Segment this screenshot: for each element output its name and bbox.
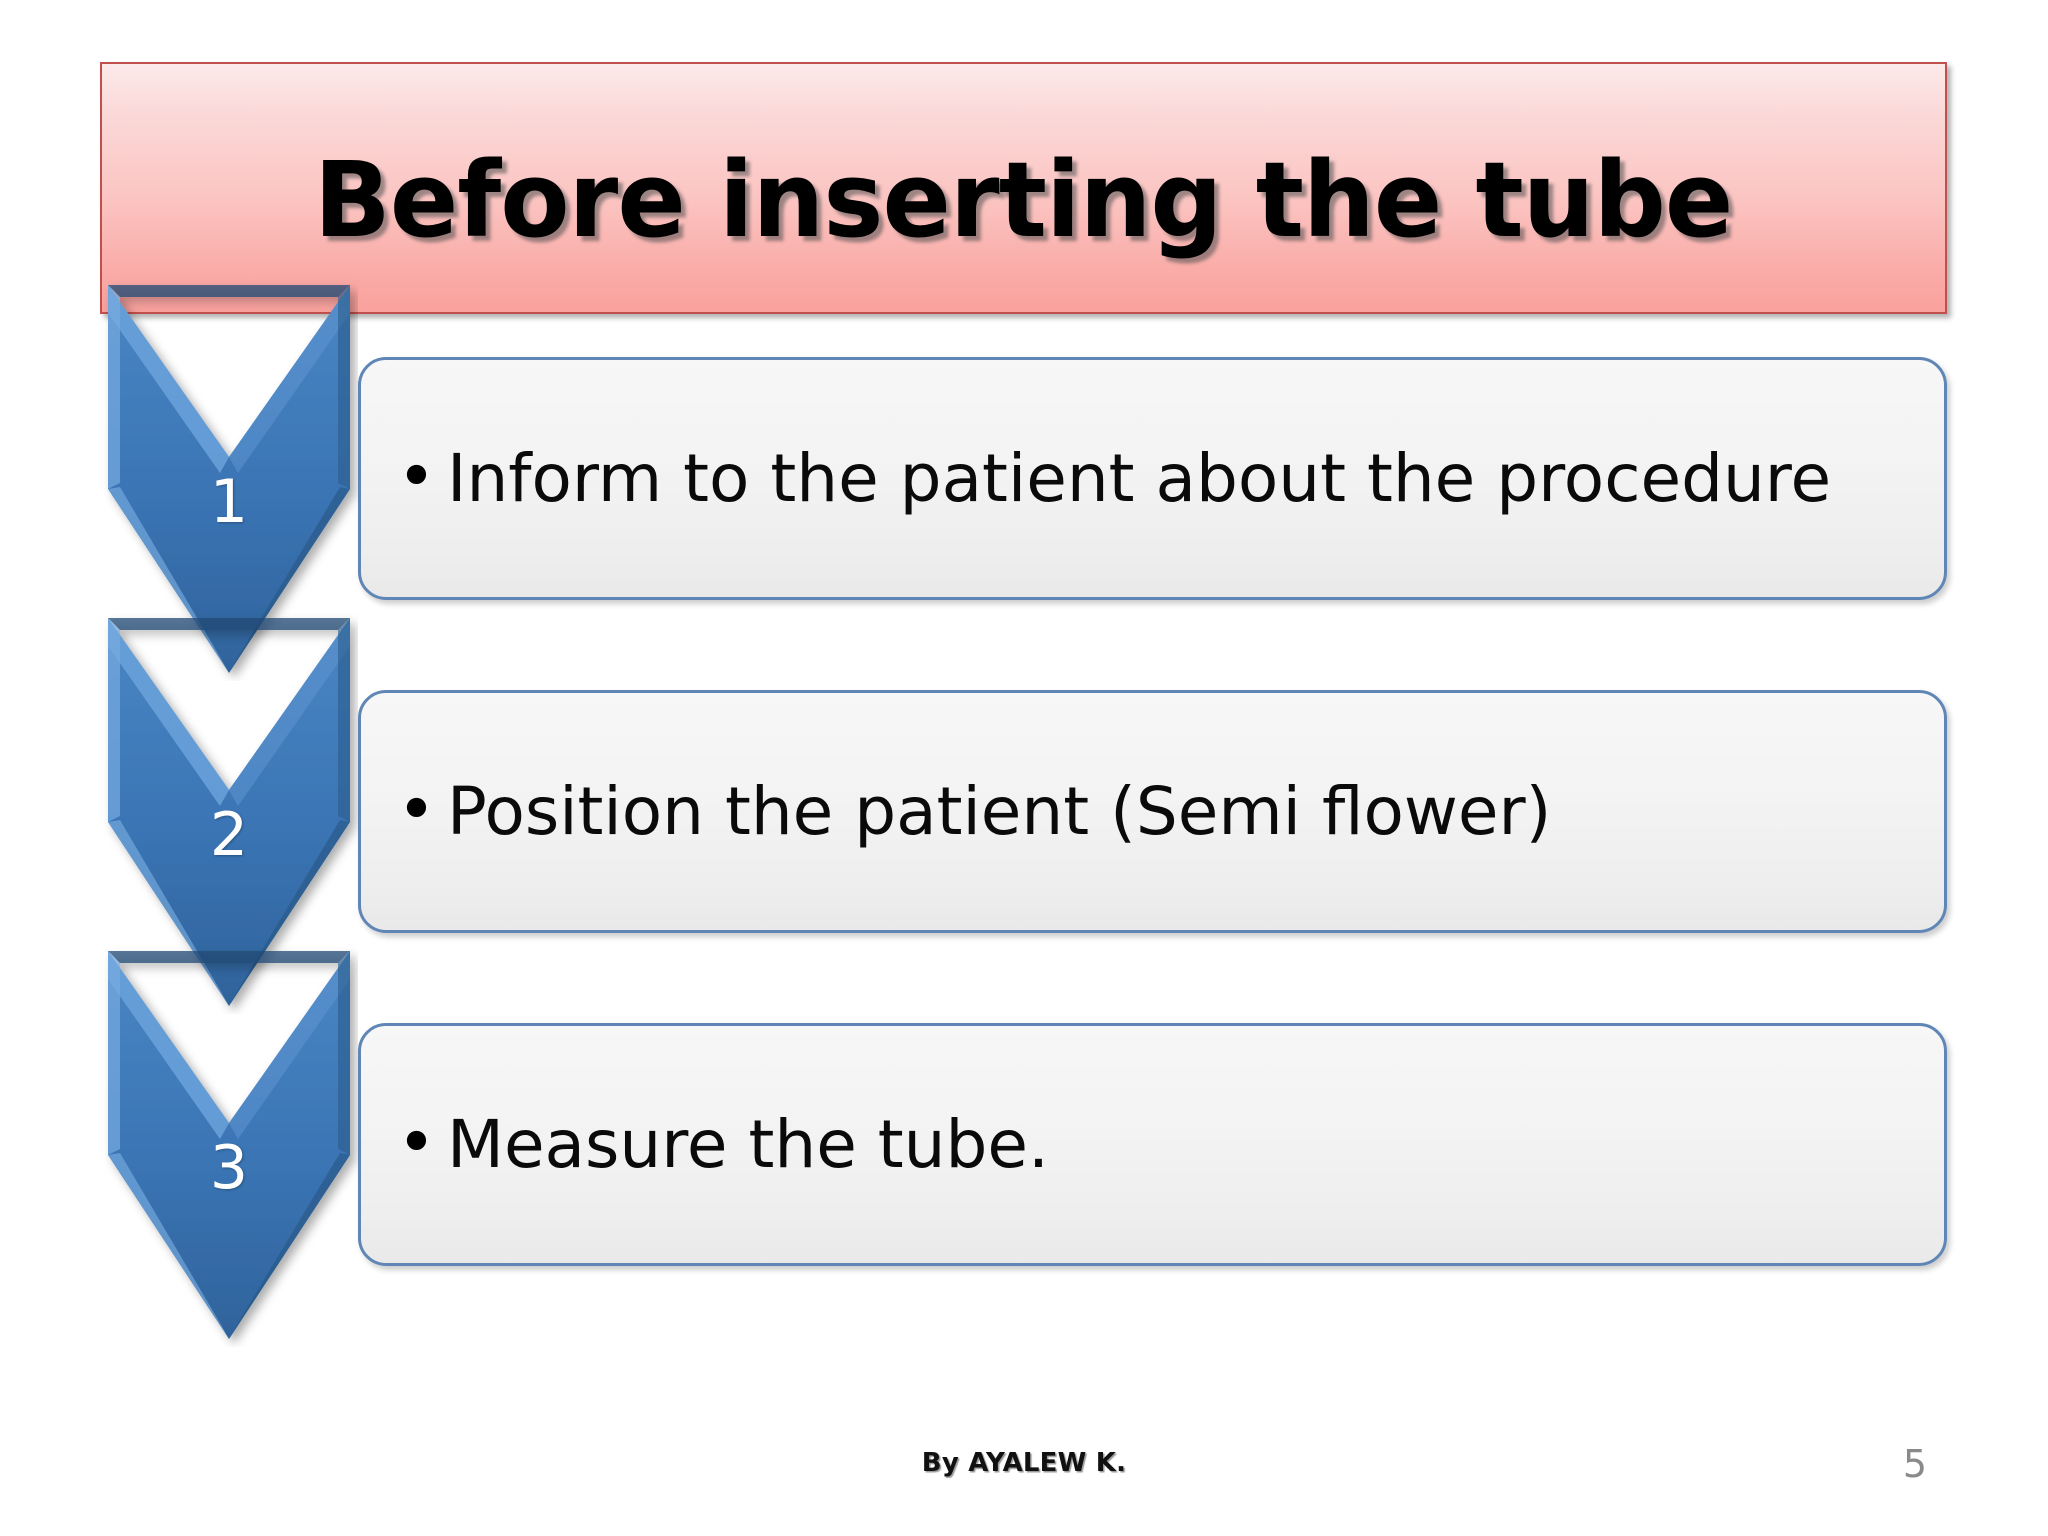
step-number-2: 2 — [209, 800, 249, 870]
step-row-3: Measure the tube. 3 — [100, 951, 1947, 1339]
step-chevron-3[interactable]: 3 — [100, 943, 358, 1347]
step-bullet-list-1: Inform to the patient about the procedur… — [395, 438, 1920, 518]
step-row-1: Inform to the patient about the procedur… — [100, 285, 1947, 673]
step-textbox-2: Position the patient (Semi flower) — [358, 690, 1947, 933]
slide-title-banner: Before inserting the tube — [100, 62, 1947, 314]
step-row-2: Position the patient (Semi flower) 2 — [100, 618, 1947, 1006]
step-bullet-list-3: Measure the tube. — [395, 1104, 1920, 1184]
step-number-1: 1 — [209, 467, 249, 537]
list-item: Measure the tube. — [395, 1104, 1920, 1184]
page-title: Before inserting the tube — [314, 139, 1733, 262]
list-item: Position the patient (Semi flower) — [395, 771, 1920, 851]
footer-author: By AYALEW K. — [921, 1448, 1127, 1478]
step-bullet-list-2: Position the patient (Semi flower) — [395, 771, 1920, 851]
chevron-down-icon — [108, 951, 350, 1339]
list-item: Inform to the patient about the procedur… — [395, 438, 1920, 518]
step-textbox-1: Inform to the patient about the procedur… — [358, 357, 1947, 600]
step-textbox-3: Measure the tube. — [358, 1023, 1947, 1266]
page-number: 5 — [1902, 1442, 1928, 1486]
step-number-3: 3 — [209, 1133, 249, 1203]
